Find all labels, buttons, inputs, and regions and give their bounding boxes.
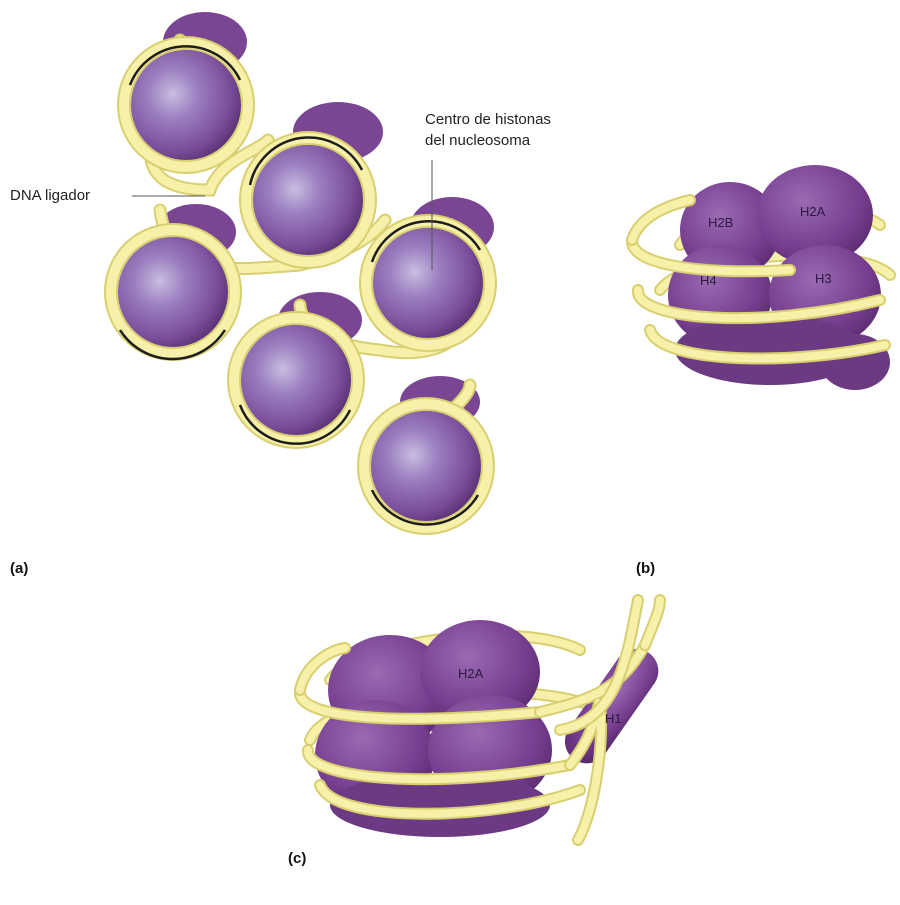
nucleosome-bead-1: [124, 43, 248, 167]
panel-b-diagram: H2B H2A H4 H3: [632, 165, 890, 390]
panel-c-diagram: H2A H1: [300, 600, 667, 840]
panel-a-label: (a): [10, 560, 28, 577]
core-label-line1: Centro de histonas: [425, 111, 551, 128]
h2a-label-b: H2A: [800, 204, 826, 219]
h2a-label-c: H2A: [458, 666, 484, 681]
nucleosome-bead-3: [111, 230, 235, 359]
panel-b-label: (b): [636, 560, 655, 577]
linker-dna-label: DNA ligador: [10, 187, 90, 204]
panel-a-diagram: DNA ligador Centro de histonas del nucle…: [10, 12, 551, 528]
panel-c-label: (c): [288, 850, 306, 867]
h1-label-c: H1: [605, 711, 622, 726]
core-label-line2: del nucleosoma: [425, 132, 531, 149]
h3-label-b: H3: [815, 271, 832, 286]
nucleosome-bead-2: [246, 138, 370, 262]
h2b-label-b: H2B: [708, 215, 733, 230]
h4-label-b: H4: [700, 273, 717, 288]
nucleosome-bead-5: [234, 318, 358, 444]
nucleosome-bead-6: [364, 404, 488, 528]
nucleosome-bead-4: [366, 221, 490, 345]
